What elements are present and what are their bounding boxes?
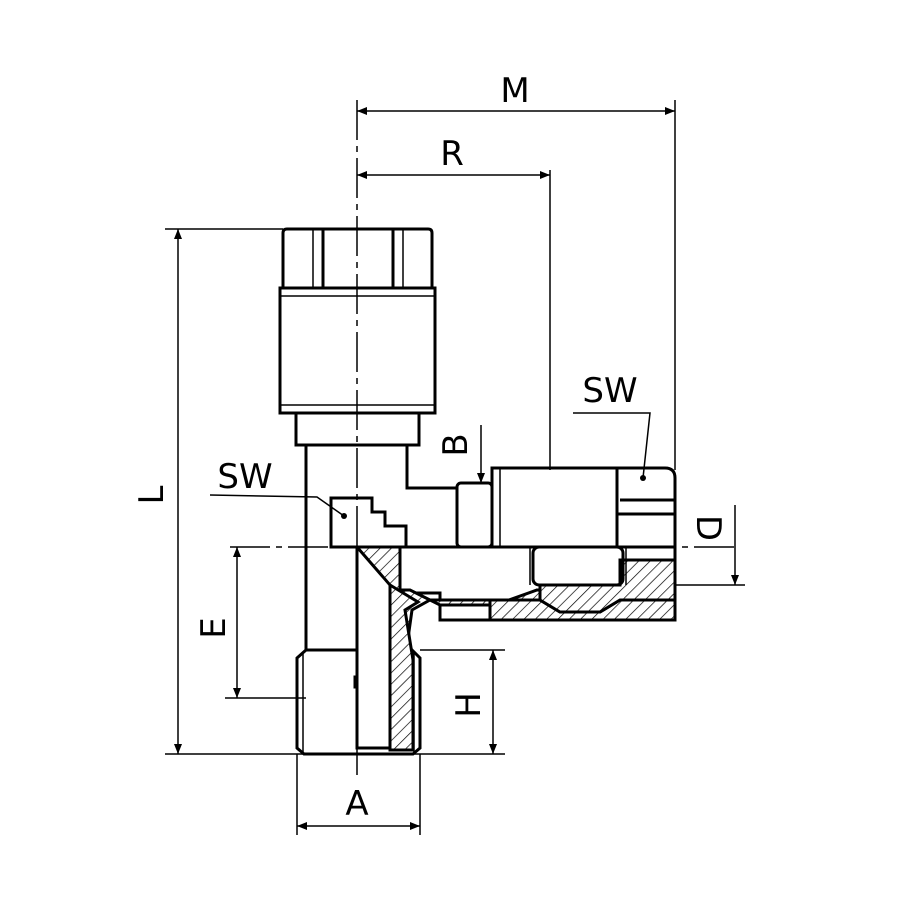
fitting-body — [278, 227, 677, 756]
label-A: A — [345, 784, 368, 824]
dimension-lines — [174, 107, 739, 830]
label-R: R — [440, 134, 464, 174]
label-SW-right: SW — [582, 371, 637, 411]
sw-left-leader-dot — [341, 513, 347, 519]
label-B: B — [436, 433, 476, 456]
labels: M R L SW SW B D E H A — [132, 71, 728, 824]
center-lines — [230, 100, 735, 775]
leaders — [209, 412, 651, 519]
label-H: H — [449, 692, 489, 718]
sw-left-leader — [209, 494, 345, 517]
label-L: L — [132, 485, 172, 504]
sw-right-leader — [573, 412, 651, 479]
section-hatch — [353, 545, 677, 752]
label-E: E — [194, 617, 234, 638]
label-SW-left: SW — [217, 457, 272, 497]
top-hex-nut — [281, 227, 434, 290]
extension-lines — [165, 100, 745, 835]
inner-hex-key — [329, 496, 408, 549]
label-D: D — [688, 515, 728, 541]
label-M: M — [500, 71, 529, 111]
sw-right-leader-dot — [640, 475, 646, 481]
